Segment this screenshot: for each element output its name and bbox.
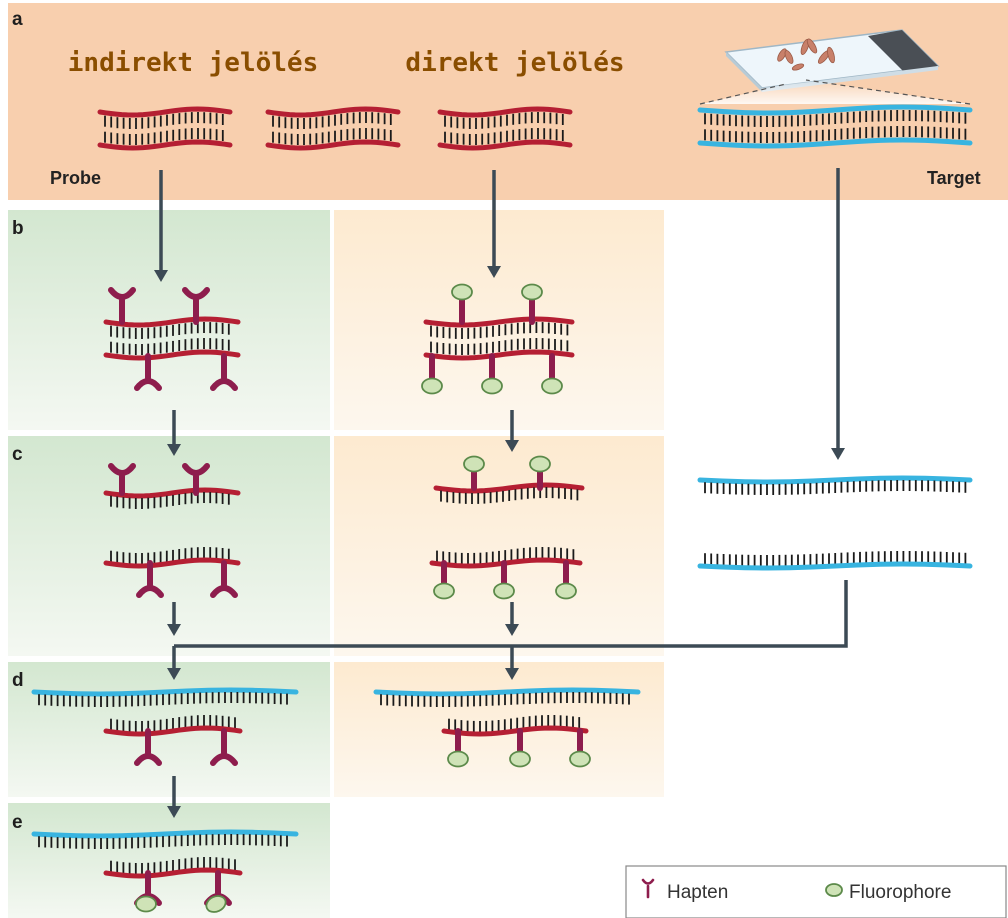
denatured-target-upper (700, 478, 970, 495)
panel-letter-c: c (12, 444, 23, 465)
panel-letter-d: d (12, 670, 24, 691)
panel-letter-b: b (12, 218, 24, 239)
band-direct-c (334, 436, 664, 656)
strand-backbone (700, 478, 970, 482)
band-indirect-c (8, 436, 330, 656)
target-label: Target (927, 168, 981, 188)
strand-backbone (700, 564, 970, 568)
indirect-labeling-title: indirekt jelölés (68, 48, 318, 78)
legend-hapten-label: Hapten (667, 882, 728, 903)
panel-letter-a: a (12, 9, 23, 30)
legend: Hapten Fluorophore (626, 866, 1006, 918)
probe-label: Probe (50, 168, 101, 188)
direct-labeling-title: direkt jelölés (405, 48, 624, 78)
band-indirect-e (8, 803, 330, 918)
fluorophore-legend-icon (826, 884, 842, 896)
denatured-target-lower (700, 551, 970, 568)
panel-letter-e: e (12, 812, 23, 833)
fluorophore-icon (136, 897, 156, 912)
arrow-target-to-c (831, 168, 845, 460)
legend-fluorophore-label: Fluorophore (849, 882, 951, 903)
